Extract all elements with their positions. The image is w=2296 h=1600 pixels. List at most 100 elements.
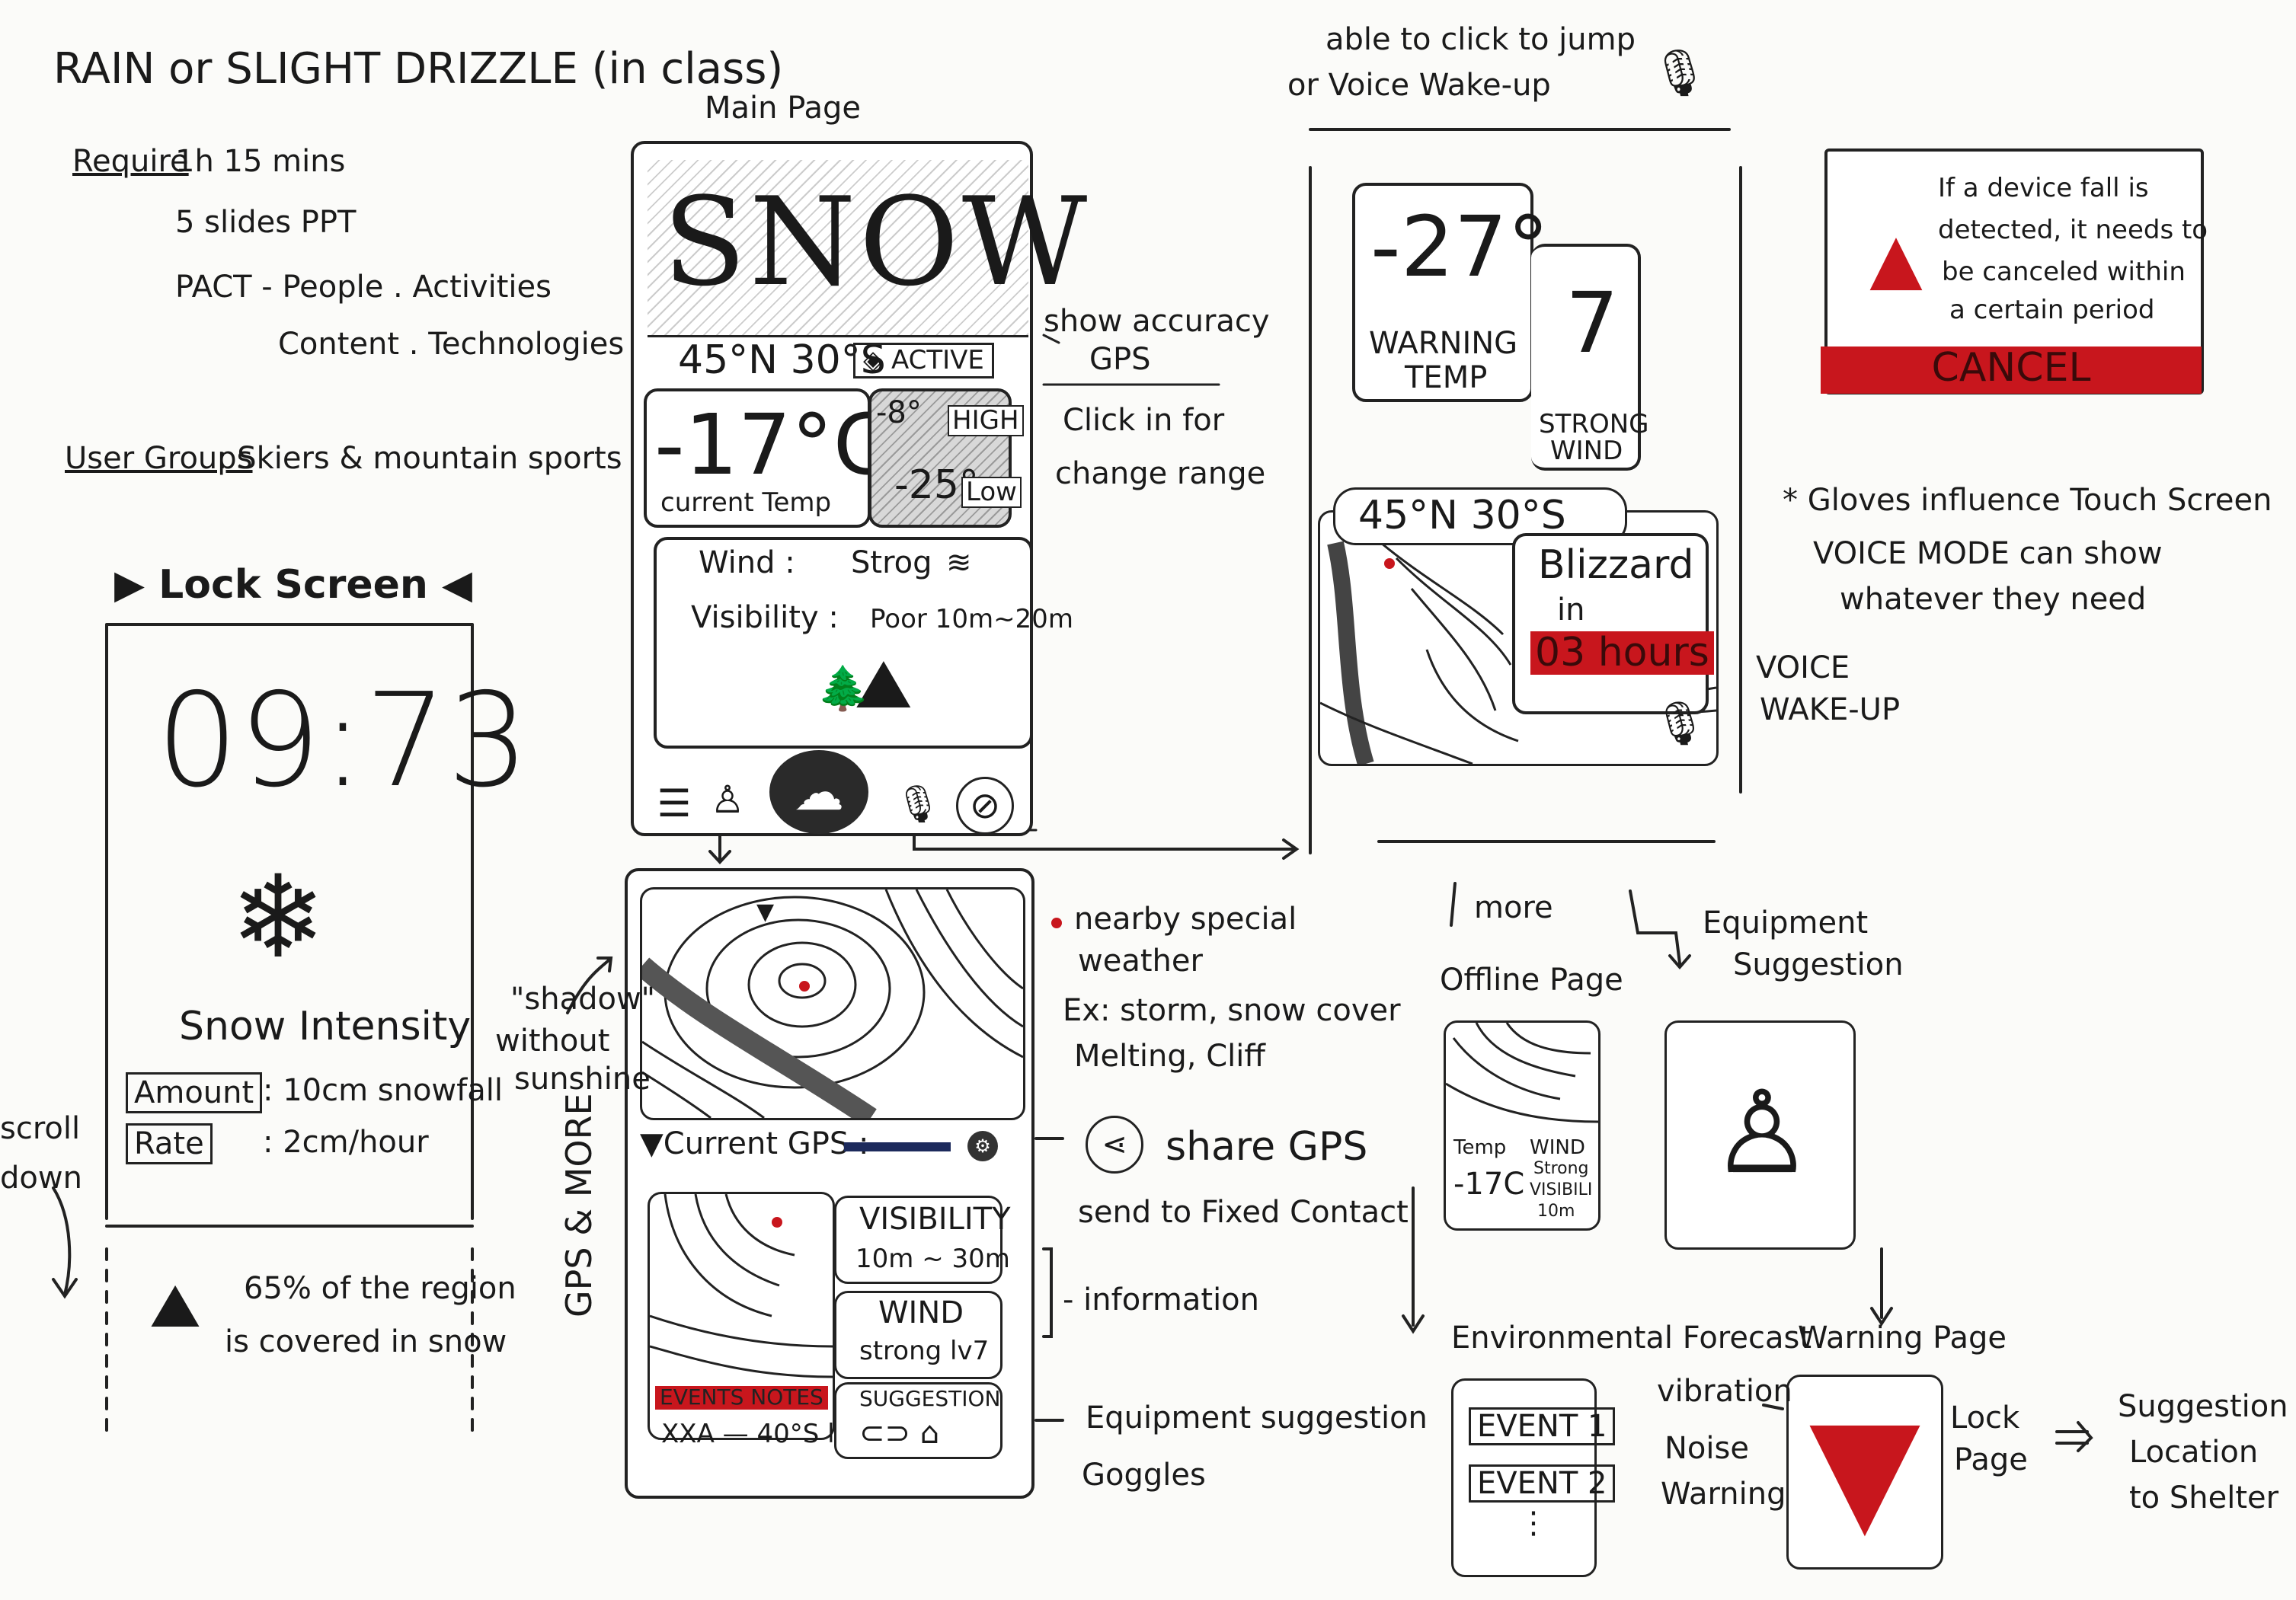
voice-mode-note-1: VOICE MODE can show	[1813, 536, 2163, 571]
person-icon[interactable]: ♙	[710, 778, 745, 822]
weather-note: weather	[1078, 944, 1203, 979]
warning-red-icon: ▼	[1808, 1384, 1921, 1553]
blizzard-in: in	[1557, 592, 1585, 628]
offline-wind-label: WIND	[1530, 1136, 1585, 1159]
current-gps-value-bar	[844, 1142, 951, 1151]
note-gps: GPS	[1089, 342, 1151, 377]
example-note-2: Melting, Cliff	[1074, 1039, 1265, 1074]
amount-value: : 10cm snowfall	[263, 1073, 503, 1108]
wind-card[interactable]: WIND strong lv7	[834, 1291, 1003, 1379]
voice-top-note-2: or Voice Wake-up	[1287, 68, 1551, 103]
cancel-button[interactable]: CANCEL	[1821, 346, 2202, 394]
shelter-note-3: to Shelter	[2129, 1480, 2279, 1515]
no-wind-icon[interactable]: ⊘	[956, 777, 1014, 835]
voice-mic-icon[interactable]: 🎙	[1650, 46, 1709, 100]
require-slides: 5 slides PPT	[175, 205, 357, 240]
offline-page-card[interactable]: Temp -17C WIND Strong VISIBILI 10m	[1444, 1020, 1600, 1231]
menu-icon[interactable]: ☰	[657, 781, 692, 826]
snow-banner-text: SNOW	[663, 171, 1091, 313]
coverage-line-2: is covered in snow	[225, 1324, 507, 1359]
lock-page-note-2: Page	[1954, 1442, 2028, 1477]
warning-label-2: TEMP	[1405, 360, 1488, 395]
events-map-lines	[650, 1194, 833, 1378]
vibration-note: vibration	[1657, 1374, 1792, 1409]
pin-icon: ▼	[640, 1126, 664, 1161]
flow-more: more	[1474, 890, 1553, 925]
equipment-suggestion-note: Equipment suggestion	[1086, 1400, 1428, 1436]
blizzard-card[interactable]: Blizzard in 03 hours	[1512, 533, 1714, 714]
noise-note-1: Noise	[1664, 1431, 1749, 1466]
warning-label-1: WARNING	[1369, 326, 1518, 361]
environmental-forecast-card[interactable]: EVENT 1 EVENT 2 ⋮	[1451, 1378, 1616, 1577]
main-page-caption: Main Page	[705, 91, 862, 126]
scroll-label-1: scroll	[0, 1111, 81, 1146]
wind-value: Strog	[851, 545, 932, 580]
high-label: HIGH	[948, 405, 1024, 437]
event-2-chip[interactable]: EVENT 2	[1469, 1464, 1616, 1503]
tree-icon: 🌲	[817, 664, 870, 714]
voice-top-note-1: able to click to jump	[1325, 22, 1636, 57]
sound-icon: ◀	[427, 562, 473, 608]
example-note-1: Ex: storm, snow cover	[1063, 993, 1401, 1028]
location-icon: ◈	[863, 345, 891, 375]
voice-gps: 45°N 30°S	[1358, 493, 1566, 538]
play-icon: ▶	[114, 562, 159, 608]
suggestion-card-label: SUGGESTION	[859, 1386, 1001, 1411]
map-mic-icon[interactable]: 🎙	[1652, 699, 1707, 749]
wind-card-label: WIND	[878, 1295, 964, 1330]
conditions-card[interactable]: Wind : Strog ≋ Visibility : Poor 10m~20m…	[654, 537, 1073, 749]
offline-temp-value: -17C	[1453, 1167, 1525, 1202]
shadow-note-3: sunshine	[514, 1062, 651, 1097]
note-click-in: Click in for	[1063, 403, 1225, 438]
blizzard-title: Blizzard	[1538, 542, 1694, 588]
note-show-accuracy: show accuracy	[1044, 304, 1270, 339]
shelter-note-1: Suggestion	[2118, 1389, 2288, 1424]
gps-side-label: GPS & MORE	[558, 1093, 600, 1317]
weather-home-icon[interactable]: ☁	[769, 750, 868, 834]
lock-time: 09:73	[156, 666, 529, 816]
high-temp: -8°	[876, 395, 922, 430]
visibility-card-value: 10m ~ 30m	[855, 1244, 1010, 1274]
events-notes-value: XXA — 40°S lo3	[661, 1419, 867, 1449]
contour-map[interactable]: ▼	[640, 887, 1025, 1120]
equipment-suggestion-card[interactable]: ♙	[1664, 1020, 1856, 1250]
red-bullet	[1051, 918, 1062, 928]
warning-temp: -27°	[1370, 198, 1549, 295]
strong-wind-value: 7	[1565, 274, 1619, 372]
scroll-label-2: down	[0, 1161, 82, 1196]
strong-label-2: WIND	[1550, 436, 1623, 466]
snowflake-icon: ❄	[230, 851, 326, 984]
visibility-value: Poor 10m~20m	[870, 604, 1073, 634]
event-dot[interactable]	[772, 1217, 782, 1228]
wind-card-value: strong lv7	[859, 1336, 990, 1366]
flow-suggestion: Suggestion	[1733, 947, 1904, 982]
voice-wake-label-1: VOICE	[1756, 650, 1850, 685]
pact-line-2: Content . Technologies	[278, 327, 625, 362]
warning-page-card[interactable]: ▼	[1786, 1375, 1943, 1570]
events-notes-label: EVENTS NOTES	[655, 1385, 828, 1410]
main-gps: 45°N 30°S	[678, 337, 886, 383]
microphone-icon[interactable]: 🎙	[894, 782, 942, 826]
settings-dot-icon[interactable]: ⚙	[967, 1131, 998, 1161]
visibility-card[interactable]: VISIBILITY 10m ~ 30m	[834, 1196, 1011, 1284]
offline-vis-label: VISIBILI	[1530, 1180, 1593, 1199]
nearby-special-note: nearby special	[1074, 902, 1297, 937]
suggestion-card[interactable]: SUGGESTION ⊂⊃ ⌂	[834, 1382, 1003, 1459]
amount-label: Amount	[126, 1072, 263, 1113]
visibility-card-label: VISIBILITY	[859, 1202, 1011, 1237]
hazard-dot[interactable]	[799, 981, 810, 992]
strong-wind-card[interactable]: 7 STRONG WIND	[1531, 244, 1649, 471]
wind-label: Wind :	[699, 545, 795, 580]
environmental-forecast-caption: Environmental Forecast	[1451, 1321, 1812, 1356]
event-1-chip[interactable]: EVENT 1	[1469, 1407, 1616, 1445]
warning-temp-card[interactable]: -27° WARNING TEMP	[1352, 183, 1549, 402]
snow-banner: SNOW	[648, 160, 1087, 337]
fall-text-4: a certain period	[1949, 295, 2155, 325]
active-badge[interactable]: ◈ ACTIVE	[853, 343, 994, 379]
high-low-card[interactable]: -8° HIGH -25° Low	[868, 388, 1024, 528]
voice-gps-pill[interactable]: 45°N 30°S	[1333, 487, 1627, 545]
share-icon[interactable]: ⋖	[1086, 1116, 1143, 1174]
user-groups-value: : Skiers & mountain sports	[217, 441, 622, 476]
current-temp-card[interactable]: -17°C current Temp	[644, 388, 891, 528]
